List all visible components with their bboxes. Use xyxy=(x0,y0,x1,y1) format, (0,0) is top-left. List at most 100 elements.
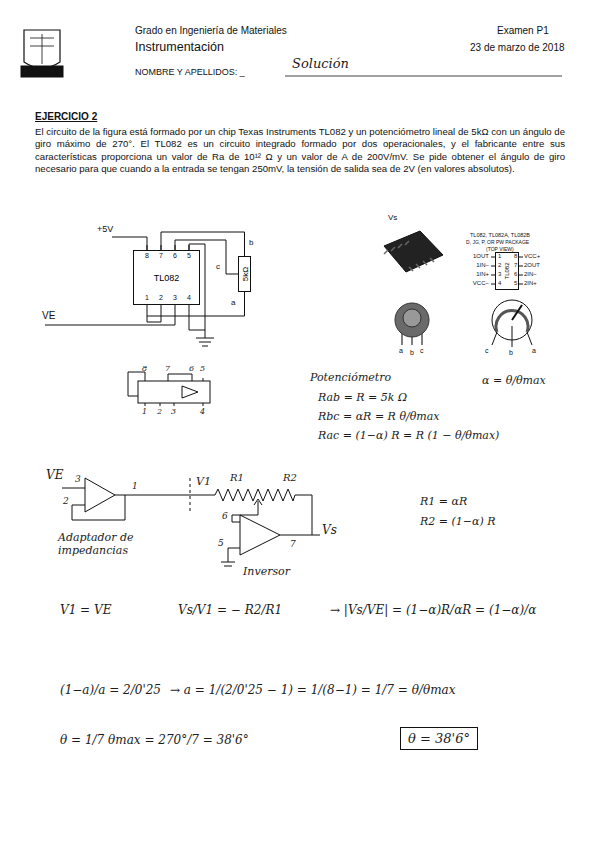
schematic-wires-stroke xyxy=(45,305,175,325)
pin-number: 1 xyxy=(142,407,147,416)
pin-number: 8 xyxy=(145,252,149,260)
pin-number: 7 xyxy=(514,262,517,269)
pin-name: 1IN+ xyxy=(476,271,489,278)
pin-name: VCC− xyxy=(473,280,489,287)
pin-number: 8 xyxy=(142,364,147,373)
solution-circuit-stroke xyxy=(85,478,115,512)
exam-name: Examen P1 xyxy=(497,25,549,37)
pin-name: VCC+ xyxy=(524,253,540,260)
pin-number: 6 xyxy=(222,511,228,521)
block-name: Adaptador de impedancias xyxy=(58,532,168,557)
formula: → a = 1/(2/0'25 − 1) = 1/(8−1) = 1/7 = θ… xyxy=(170,684,455,698)
solution-circuit-stroke xyxy=(232,515,258,522)
signal-name: Vs xyxy=(322,524,337,538)
photo-label: Vs xyxy=(388,213,397,222)
chip-photo-stroke xyxy=(384,241,434,271)
terminal-label: a xyxy=(399,347,403,355)
potentiometer-drawing-stroke xyxy=(512,305,522,320)
formula: Rab = R = 5k Ω xyxy=(318,392,407,405)
pin-name: 2OUT xyxy=(524,262,540,269)
node-text: TL082 xyxy=(154,273,180,283)
potentiometer-photo-stroke xyxy=(403,309,421,327)
pin-number: 6 xyxy=(173,252,177,260)
pin-number: 4 xyxy=(498,280,501,287)
university-logo-stroke xyxy=(24,30,60,68)
solution-circuit-stroke xyxy=(240,515,280,555)
resistor-name: R2 xyxy=(283,472,297,484)
schematic-wires-stroke xyxy=(189,244,205,338)
schematic-wires-stroke xyxy=(147,305,161,322)
node-text: 5kΩ xyxy=(240,267,249,281)
pin-number: 2 xyxy=(159,294,163,302)
pin-number: 2 xyxy=(63,496,69,506)
pin-name: 1OUT xyxy=(473,253,489,260)
header-rule xyxy=(285,76,562,77)
block-name: Inversor xyxy=(243,566,290,579)
pinout-title: TL082, TL082A, TL082B xyxy=(470,232,530,238)
terminal-label: c xyxy=(485,347,489,355)
exam-date: 23 de marzo de 2018 xyxy=(470,42,565,54)
formula: (1−a)/a = 2/0'25 xyxy=(60,684,161,698)
formula: θ = 1/7 θmax = 270°/7 = 38'6° xyxy=(60,734,249,748)
university-logo xyxy=(21,30,63,77)
note-heading: Potenciómetro xyxy=(310,372,391,385)
formula: α = θ/θmax xyxy=(482,375,546,388)
solution-circuit-stroke xyxy=(280,495,320,535)
university-logo-stroke xyxy=(30,34,54,64)
pin-number: 1 xyxy=(132,481,138,491)
pin-number: 3 xyxy=(173,294,177,302)
solution-circuit-stroke xyxy=(254,499,262,515)
pin-sketch-stroke xyxy=(128,372,192,396)
terminal-label: c xyxy=(420,347,424,355)
pin-number: 3 xyxy=(75,474,81,484)
header-rule-stroke xyxy=(285,76,562,77)
chip-photo xyxy=(384,231,443,272)
pin-sketch-stroke xyxy=(182,386,198,398)
subject-name: Instrumentación xyxy=(135,40,224,54)
potentiometer-photo-stroke xyxy=(395,303,429,337)
solution-circuit-stroke xyxy=(62,488,85,489)
pin-number: 6 xyxy=(189,364,194,373)
solution-circuit-stroke xyxy=(221,548,240,566)
schematic-wires-stroke xyxy=(189,305,205,330)
course-name: Grado en Ingeniería de Materiales xyxy=(135,25,287,37)
pin-number: 4 xyxy=(200,407,205,416)
pin-name: 1IN− xyxy=(476,262,489,269)
pin-number: 6 xyxy=(514,271,517,278)
formula: R1 = αR xyxy=(420,496,467,509)
answer-box: θ = 38'6° xyxy=(400,727,478,750)
pin-number: 3 xyxy=(498,271,501,278)
terminal-label: a xyxy=(231,298,235,307)
pin-number: 5 xyxy=(187,252,191,260)
formula: Rbc = αR = R θ/θmax xyxy=(318,411,440,424)
pin-number: 7 xyxy=(159,252,163,260)
pin-sketch-stroke xyxy=(145,378,203,406)
input-label: VE xyxy=(42,310,55,322)
terminal-label: c xyxy=(216,262,220,271)
solution-circuit-stroke xyxy=(215,489,312,501)
signal-name: VE xyxy=(46,469,63,483)
pin-number: 8 xyxy=(514,253,517,260)
schematic-wires xyxy=(45,237,214,346)
pin-number: 3 xyxy=(171,407,176,416)
solution-circuit-stroke xyxy=(190,478,191,512)
terminal-label: a xyxy=(532,347,536,355)
pin-name: 2IN− xyxy=(524,271,537,278)
potentiometer-drawing xyxy=(492,300,532,347)
resistor-name: R1 xyxy=(230,472,244,484)
pin-sketch-stroke xyxy=(138,381,210,403)
pin-name: 2IN+ xyxy=(524,280,537,287)
formula: → |Vs/VE| = (1−α)R/αR = (1−α)/α xyxy=(330,604,536,618)
node-text: TL082 xyxy=(504,262,510,279)
chip-photo-stroke xyxy=(384,231,443,272)
exercise-heading: EJERCICIO 2 xyxy=(35,111,97,123)
formula: R2 = (1−α) R xyxy=(420,516,496,529)
node-text: θ = 38'6° xyxy=(408,731,470,746)
pin-number: 4 xyxy=(187,294,191,302)
formula: Vs/V1 = − R2/R1 xyxy=(178,604,282,618)
schematic-wires-stroke xyxy=(196,338,214,346)
statement: El circuito de la figura está formado po… xyxy=(35,126,565,176)
handwritten-name: Solución xyxy=(292,57,349,72)
terminal-label: b xyxy=(249,238,253,247)
potentiometer-box: 5kΩ xyxy=(238,256,251,292)
